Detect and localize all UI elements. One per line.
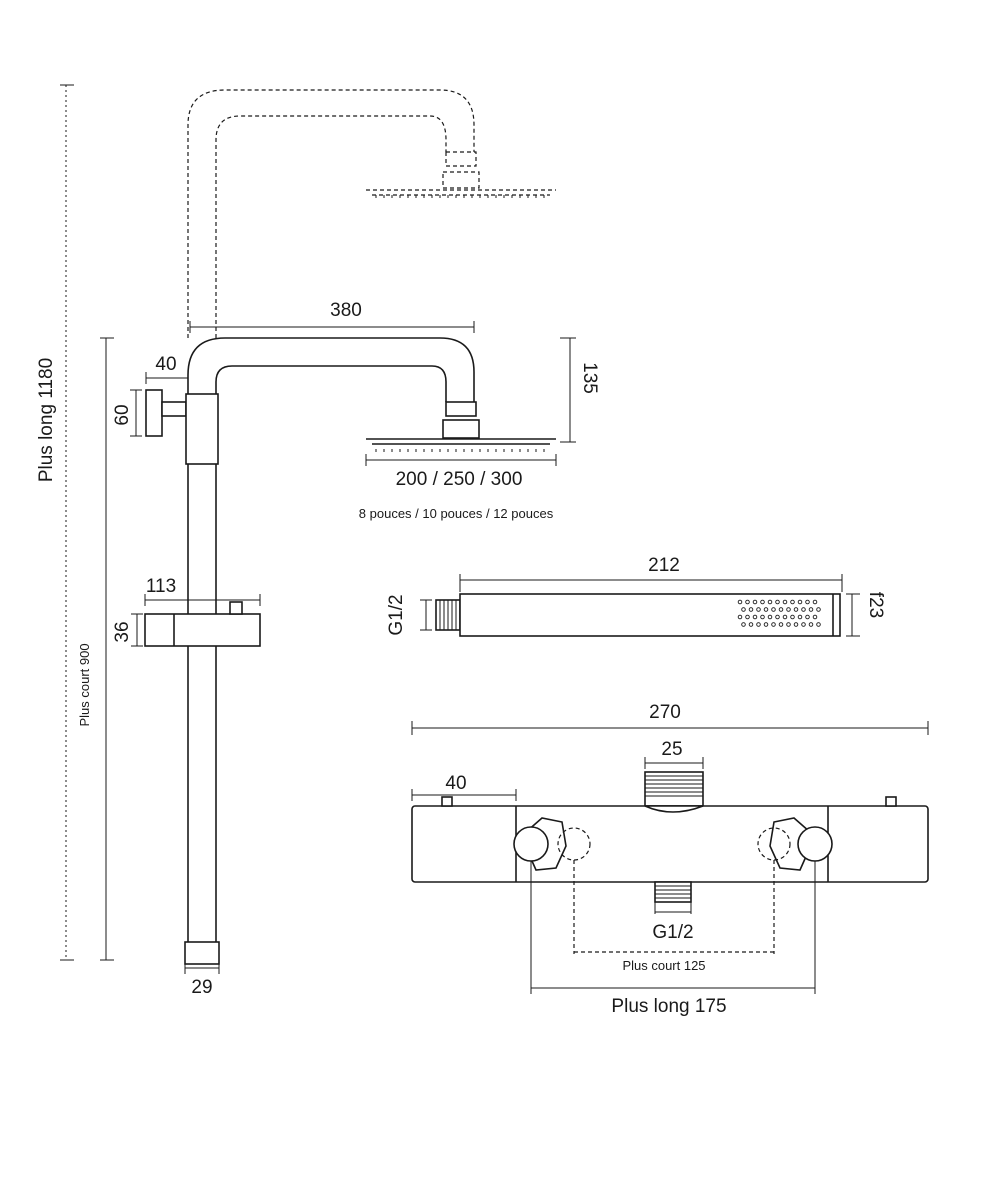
nozzle-dot	[760, 614, 765, 620]
nozzle-dot	[748, 622, 754, 627]
wall-offset-label: 40	[155, 354, 176, 375]
nozzle-dot	[763, 607, 769, 612]
nozzle-dot	[775, 614, 780, 620]
hand-thread-dimension	[420, 599, 432, 631]
nozzle-dot	[797, 599, 803, 605]
nozzle-dot	[741, 607, 746, 612]
mixer-body	[411, 796, 929, 883]
mixer-outlet-dimension	[644, 757, 704, 769]
nozzle-dot	[767, 599, 773, 605]
nozzle-dot	[786, 607, 791, 612]
mixer-short-label: Plus court 125	[622, 958, 705, 973]
mixer-long-dimension	[530, 861, 816, 994]
nozzle-dot	[778, 607, 784, 612]
mixer-width-dimension	[411, 721, 929, 735]
head-inches-label: 8 pouces / 10 pouces / 12 pouces	[359, 506, 554, 521]
mixer-thread-dimension	[654, 902, 692, 914]
nozzle-dot	[793, 607, 799, 612]
head-drop-dimension	[560, 337, 576, 443]
mixer-side-label: 40	[445, 773, 466, 794]
head-drop-label: 135	[579, 362, 600, 394]
nozzle-dot	[741, 622, 746, 627]
nozzle-dot	[816, 622, 821, 627]
vertical-bar	[184, 464, 220, 965]
nozzle-dot	[737, 599, 743, 605]
hand-nozzles	[737, 599, 821, 627]
mixer-thread-label: G1/2	[652, 922, 693, 943]
slider-holder	[144, 601, 261, 647]
hand-thread-label: G1/2	[386, 594, 407, 635]
nozzle-dot	[756, 607, 761, 612]
nozzle-dot	[816, 607, 821, 612]
nozzle-dot	[797, 614, 803, 620]
nozzle-dot	[748, 607, 754, 612]
pipe-diameter-label: 29	[191, 977, 212, 998]
nozzle-dot	[801, 622, 806, 627]
nozzle-dot	[782, 614, 788, 620]
head-diameter-dimension	[365, 454, 557, 466]
nozzle-dot	[763, 622, 769, 627]
nozzle-dot	[771, 607, 776, 612]
nozzle-dot	[812, 599, 818, 605]
nozzle-dot	[745, 614, 750, 620]
nozzle-dot	[737, 614, 743, 620]
mixer-valve-left	[513, 817, 591, 871]
nozzle-dot	[812, 614, 818, 620]
mixer-valve-right	[757, 817, 833, 871]
hand-length-dimension	[459, 574, 843, 592]
hand-diameter-label: f23	[865, 592, 886, 618]
nozzle-dot	[805, 614, 810, 620]
arm-length-label: 380	[330, 300, 362, 321]
arm-length-dimension	[189, 321, 475, 333]
mixer-bottom-outlet	[654, 881, 692, 903]
shower-head	[366, 401, 556, 445]
slider-width-label: 113	[146, 576, 176, 597]
nozzle-dot	[775, 599, 780, 605]
extended-riser-dashed	[187, 89, 556, 338]
mixer-side-dimension	[411, 789, 517, 801]
wall-bracket	[145, 389, 219, 465]
nozzle-dot	[745, 599, 750, 605]
head-diameter-label: 200 / 250 / 300	[396, 469, 523, 490]
mixer-outlet-label: 25	[661, 739, 682, 760]
nozzle-dot	[790, 599, 795, 605]
nozzle-dot	[808, 622, 814, 627]
nozzle-dot	[801, 607, 806, 612]
mixer-short-dimension	[573, 860, 775, 954]
mixer-width-label: 270	[649, 702, 681, 723]
nozzle-dot	[790, 614, 795, 620]
hand-length-label: 212	[648, 555, 680, 576]
slider-height-dimension	[131, 613, 143, 647]
nozzle-dot	[767, 614, 773, 620]
nozzle-dot	[793, 622, 799, 627]
mixer-long-label: Plus long 175	[611, 996, 726, 1017]
nozzle-dot	[771, 622, 776, 627]
nozzle-dot	[778, 622, 784, 627]
total-height-label: Plus long 1180	[36, 358, 57, 482]
nozzle-dot	[752, 599, 758, 605]
nozzle-dot	[786, 622, 791, 627]
pipe-diameter-dimension	[184, 962, 220, 974]
nozzle-dot	[805, 599, 810, 605]
riser-arm	[187, 337, 475, 402]
wall-offset-dimension	[145, 372, 188, 384]
nozzle-dot	[760, 599, 765, 605]
hand-shower	[435, 593, 841, 637]
total-height-dimension	[60, 84, 74, 961]
slider-height-label: 36	[112, 621, 133, 642]
mixer-top-outlet	[644, 771, 704, 807]
bar-height-dimension	[100, 337, 114, 961]
slider-width-dimension	[144, 594, 261, 606]
nozzle-dot	[808, 607, 814, 612]
nozzle-dot	[752, 614, 758, 620]
bar-height-label: Plus court 900	[77, 643, 92, 726]
nozzle-dot	[782, 599, 788, 605]
nozzle-dot	[756, 622, 761, 627]
hand-diameter-dimension	[846, 593, 860, 637]
bracket-height-label: 60	[112, 404, 133, 425]
bracket-height-dimension	[130, 389, 142, 437]
